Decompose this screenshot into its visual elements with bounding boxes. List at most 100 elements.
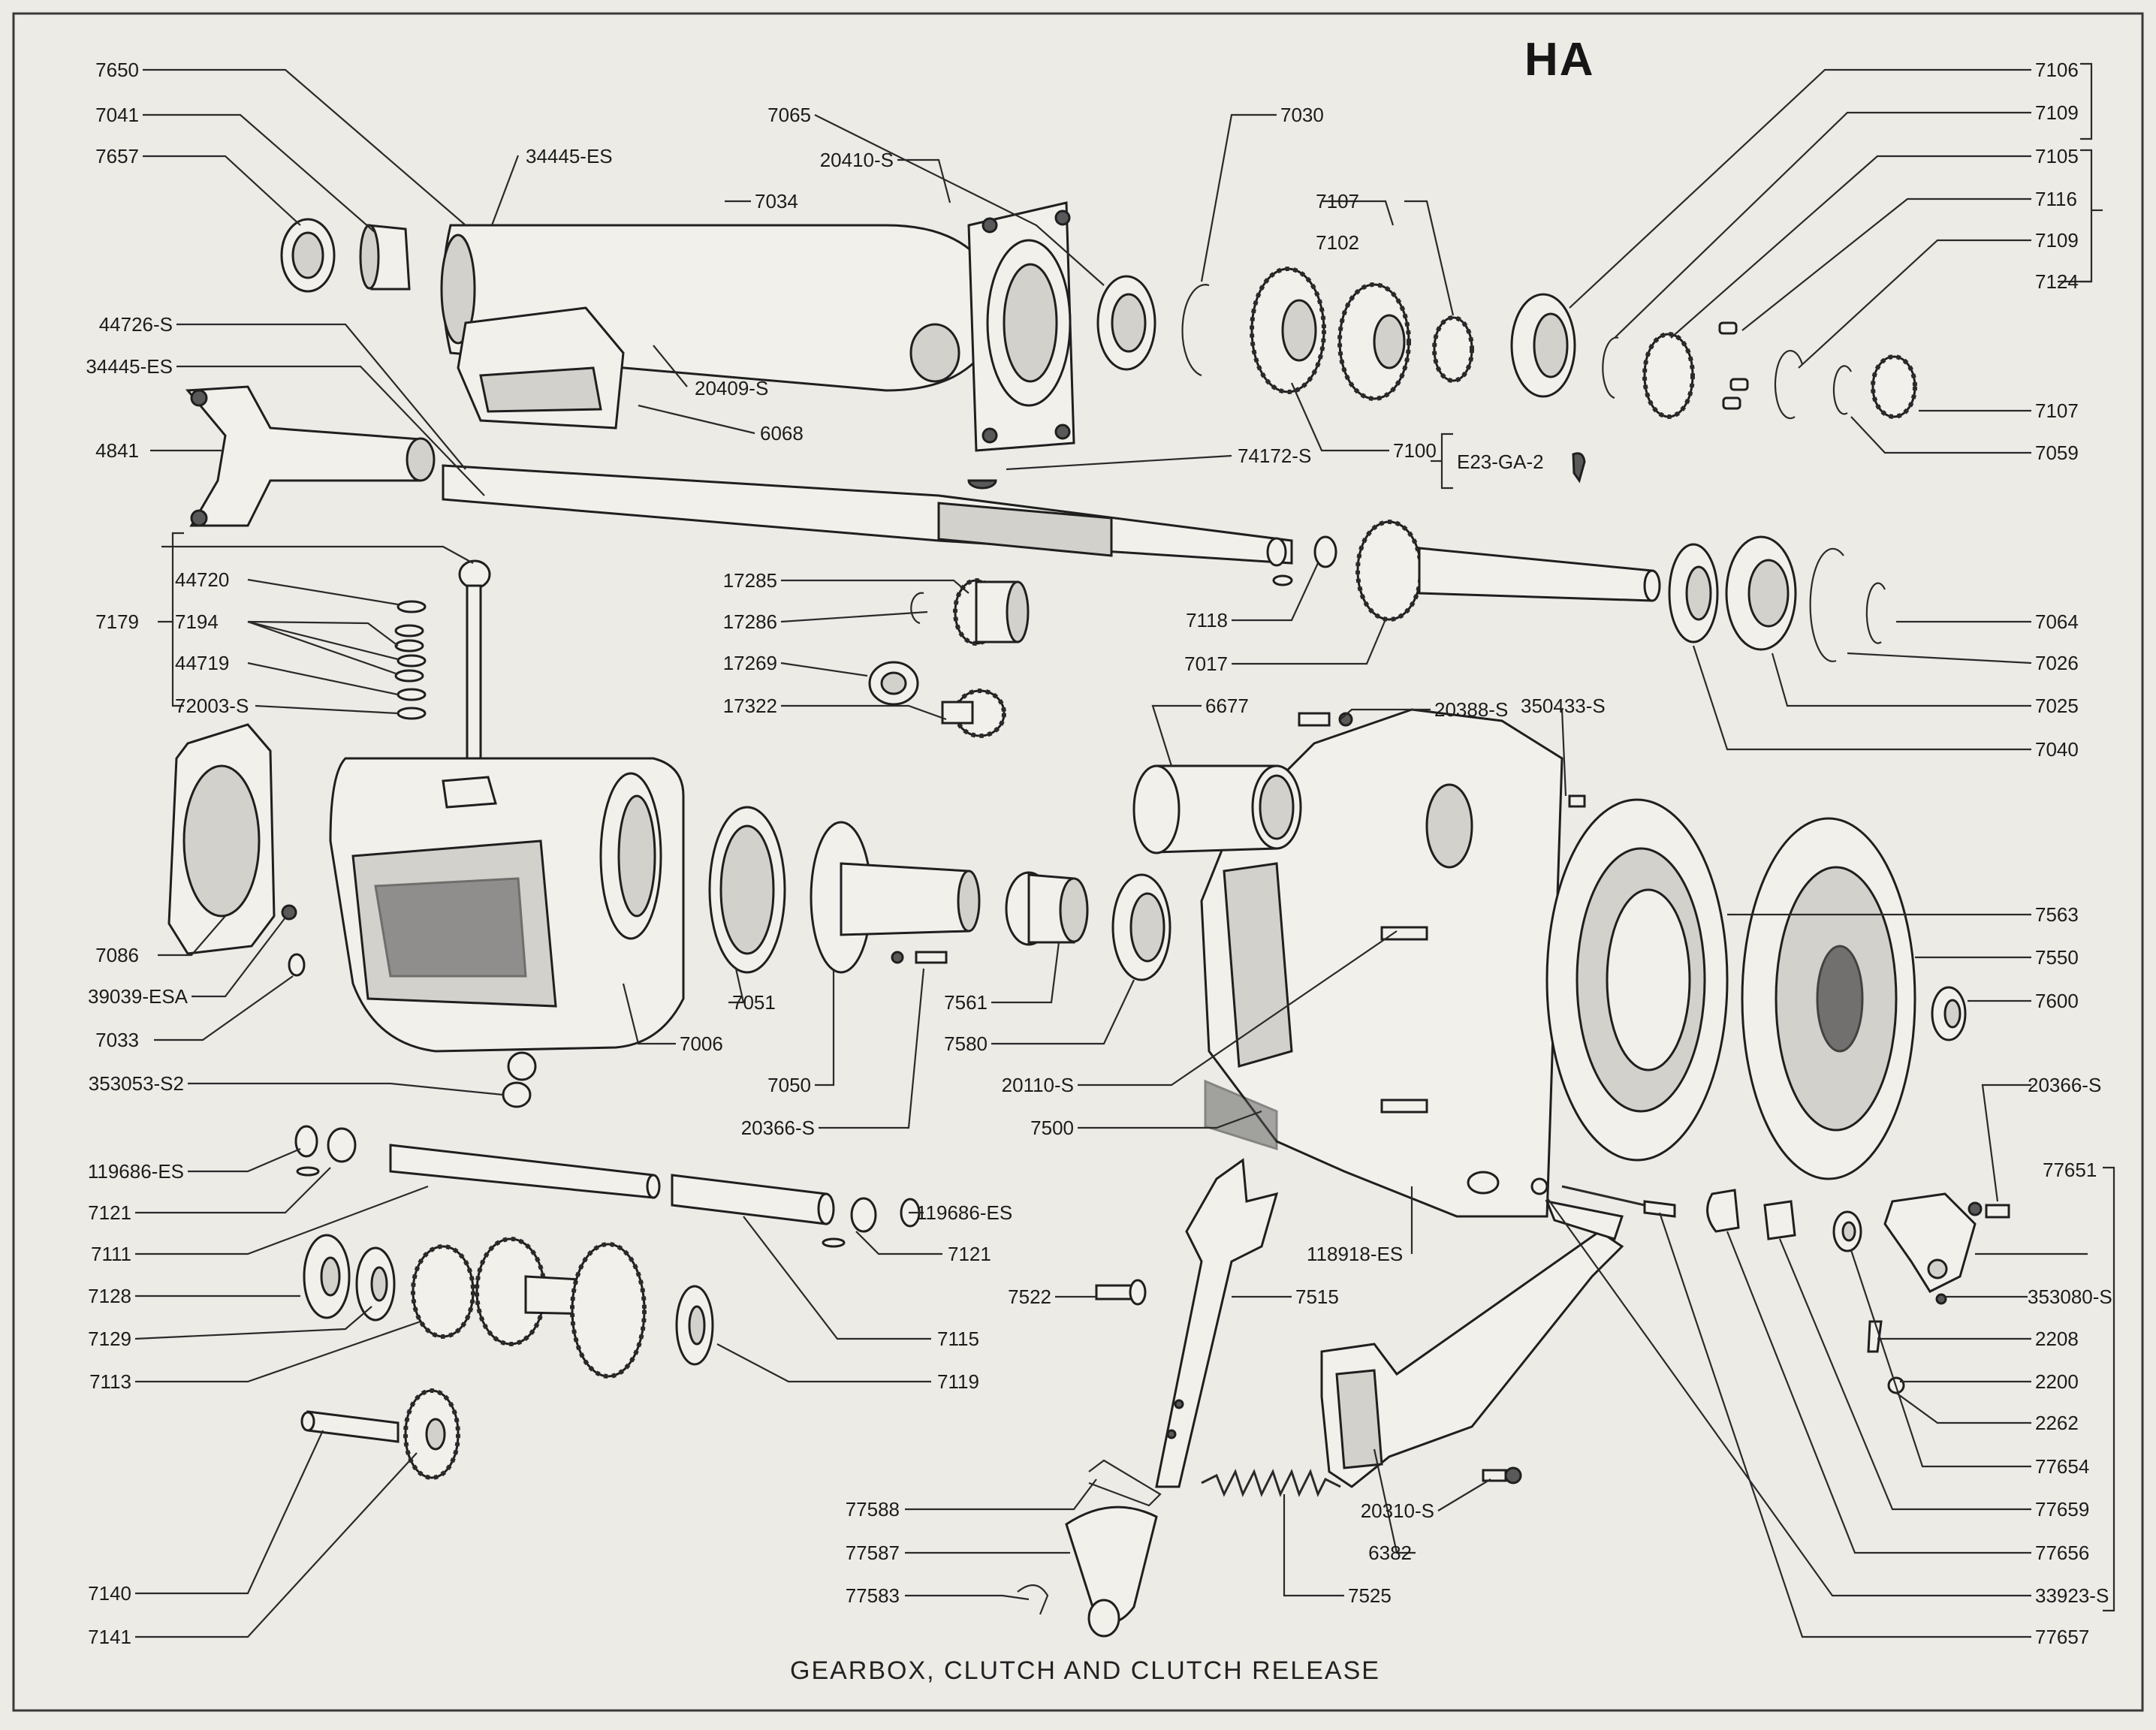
page-border [12, 12, 2144, 1712]
needle-bearing-7121-right [822, 1197, 877, 1248]
label-6382: 6382 [1368, 1542, 1412, 1564]
pedal-pivot-77651 [1883, 1192, 1977, 1293]
snap-ring-7026 [1809, 547, 1844, 662]
label-7006: 7006 [680, 1032, 723, 1055]
label-7124: 7124 [2035, 270, 2079, 293]
label-119686-es-right: 119686-ES [916, 1201, 1013, 1224]
label-77659: 77659 [2035, 1498, 2090, 1521]
label-119686-es-left: 119686-ES [87, 1160, 184, 1183]
label-17269: 17269 [722, 652, 777, 674]
label-7086: 7086 [95, 944, 139, 966]
label-7121-left: 7121 [88, 1201, 131, 1224]
thrust-washer-7119 [675, 1285, 714, 1366]
gasket-7051 [708, 806, 786, 974]
label-7106: 7106 [2035, 59, 2079, 81]
label-7065: 7065 [767, 104, 811, 126]
label-7100: 7100 [1393, 439, 1437, 462]
label-7119: 7119 [937, 1370, 979, 1393]
label-39039-esa: 39039-ESA [88, 985, 188, 1008]
spacer-119686-left [294, 1125, 318, 1158]
snap-ring-7109b [1774, 350, 1804, 420]
dowel-74172 [967, 479, 997, 490]
plug-353053 [502, 1081, 532, 1108]
release-fork-7515 [1155, 1158, 1279, 1488]
bush-6677 [1132, 764, 1302, 854]
label-44720: 44720 [175, 568, 230, 591]
label-7026: 7026 [2035, 652, 2079, 674]
label-7034: 7034 [755, 190, 798, 212]
label-20366-s-right: 20366-S [2028, 1074, 2102, 1096]
main-drive-gear-7017 [1355, 520, 1661, 622]
label-77657: 77657 [2035, 1626, 2090, 1648]
plug-7033 [288, 953, 306, 977]
label-7033: 7033 [95, 1029, 139, 1051]
label-7051: 7051 [732, 991, 776, 1014]
label-7017: 7017 [1184, 653, 1228, 675]
label-353053-s2: 353053-S2 [88, 1072, 184, 1095]
label-7105: 7105 [2035, 145, 2079, 167]
label-2262: 2262 [2035, 1412, 2079, 1434]
bush-77659 [1832, 1210, 1862, 1252]
label-34445-es-top: 34445-ES [526, 145, 613, 167]
label-7109-a: 7109 [2035, 101, 2079, 124]
bolt-20310 [1482, 1466, 1522, 1484]
label-7500: 7500 [1030, 1117, 1074, 1139]
label-7102: 7102 [1316, 231, 1359, 254]
pivot-7522 [1095, 1279, 1147, 1306]
label-7550: 7550 [2035, 946, 2079, 969]
countershaft-7111 [389, 1144, 661, 1199]
sleeve-7105 [1642, 332, 1695, 419]
label-7650: 7650 [95, 59, 139, 81]
clutch-disc-7550 [1741, 817, 1916, 1180]
label-7121-right: 7121 [948, 1243, 991, 1265]
label-2200: 2200 [2035, 1370, 2079, 1393]
label-7140: 7140 [88, 1582, 131, 1605]
synchro-ring-7107 [1432, 315, 1474, 383]
label-17286: 17286 [722, 610, 777, 633]
label-20110-s: 20110-S [1001, 1074, 1074, 1096]
seal-7657 [280, 218, 336, 293]
label-4841: 4841 [95, 439, 139, 462]
bolt-20366-r [1968, 1201, 2010, 1219]
bearing-7065 [1096, 275, 1156, 371]
label-7059: 7059 [2035, 442, 2079, 464]
needle-bearing-7121-left [296, 1127, 357, 1177]
label-7128: 7128 [88, 1285, 131, 1307]
mainshaft-7060 [442, 464, 1293, 567]
label-7107-top: 7107 [1316, 190, 1359, 212]
label-7040: 7040 [2035, 738, 2079, 761]
gearbox-case-7006 [329, 757, 685, 1081]
gear-7102 [1337, 282, 1411, 401]
label-7050: 7050 [767, 1074, 811, 1096]
label-7600: 7600 [2035, 990, 2079, 1012]
label-7563: 7563 [2035, 903, 2079, 926]
label-77583: 77583 [845, 1584, 900, 1607]
label-7515: 7515 [1295, 1285, 1339, 1308]
ring-7059 [1832, 365, 1852, 415]
label-33923-s: 33923-S [2035, 1584, 2109, 1607]
label-7109-b: 7109 [2035, 229, 2079, 252]
label-350433-s: 350433-S [1521, 695, 1606, 717]
label-2208: 2208 [2035, 1328, 2079, 1350]
label-7561: 7561 [944, 991, 988, 1014]
label-7129: 7129 [88, 1328, 131, 1350]
label-7064: 7064 [2035, 610, 2079, 633]
label-77588: 77588 [845, 1498, 900, 1521]
label-77654: 77654 [2035, 1455, 2090, 1478]
clip-77583 [1017, 1584, 1049, 1615]
reverse-idler-shaft-7140 [300, 1410, 400, 1443]
clip-17286 [910, 592, 924, 625]
label-7141: 7141 [88, 1626, 131, 1648]
speedo-gear-17322 [941, 689, 1006, 738]
snap-ring-7064 [1865, 582, 1886, 644]
needle-rollers-7118 [1272, 535, 1337, 586]
label-e23-ga-2: E23-GA-2 [1457, 451, 1544, 473]
label-7113: 7113 [89, 1370, 131, 1393]
gasket-7086 [167, 723, 276, 955]
label-7179: 7179 [95, 610, 139, 633]
thrust-washer-7128 [303, 1234, 351, 1319]
label-34445-es: 34445-ES [86, 355, 173, 378]
insert-7116 [1718, 321, 1749, 410]
